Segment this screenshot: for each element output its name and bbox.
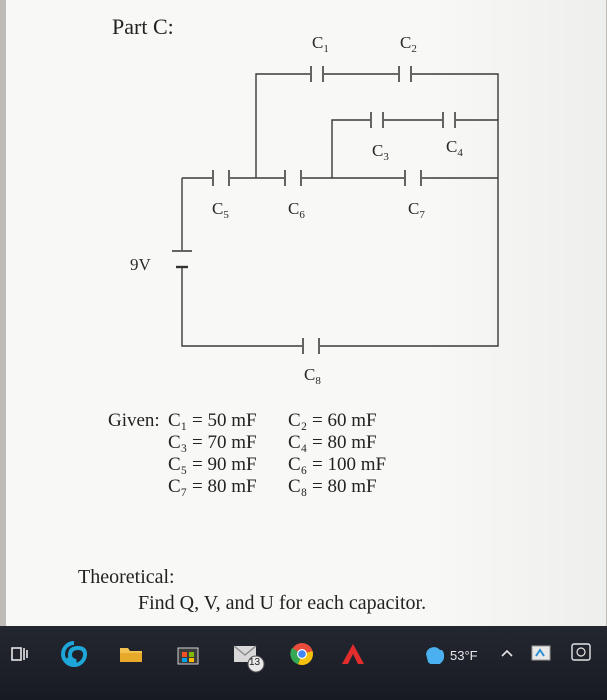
label-c1: C1 (312, 33, 329, 55)
weather-icon[interactable] (422, 644, 444, 664)
capacitor-c5 (212, 170, 230, 186)
given-c2: C₂ = 60 mF (288, 410, 377, 431)
capacitor-c2 (398, 66, 412, 82)
circuit-diagram: C1 C2 C3 C4 C5 C6 C7 C8 9V (130, 33, 499, 387)
network-icon[interactable] (530, 642, 554, 664)
given-c7: C₇ = 80 mF (168, 476, 257, 497)
screen-shade (6, 0, 606, 626)
part-title: Part C: (112, 14, 174, 39)
edge-browser-icon[interactable] (60, 640, 88, 668)
chrome-icon[interactable] (290, 642, 314, 666)
wire-c3c4-left (331, 119, 370, 178)
task-statement: Find Q, V, and U for each capacitor. (138, 592, 427, 614)
label-c4: C4 (446, 137, 463, 159)
store-icon[interactable] (176, 642, 200, 666)
theoretical-label: Theoretical: (78, 566, 175, 588)
mail-badge-count: 13 (249, 657, 261, 668)
given-label: Given: (108, 410, 160, 431)
acrobat-icon[interactable] (340, 642, 366, 666)
wire-c1c2-left (255, 73, 310, 178)
given-c8: C₈ = 80 mF (288, 476, 377, 497)
weather-temperature[interactable]: 53°F (450, 648, 478, 663)
capacitor-c8 (302, 338, 320, 354)
taskbar: 13 53°F (0, 626, 607, 700)
label-c7: C7 (408, 199, 425, 221)
wire-bottom-right (320, 178, 499, 347)
given-c3: C₃ = 70 mF (168, 432, 257, 453)
label-c2: C2 (400, 33, 417, 55)
task-view-icon[interactable] (10, 644, 30, 664)
file-explorer-icon[interactable] (118, 642, 144, 666)
given-c4: C₄ = 80 mF (288, 432, 377, 453)
battery-source (172, 250, 192, 269)
capacitor-c1 (310, 66, 324, 82)
document-page: Part C: (6, 0, 606, 626)
label-c5: C5 (212, 199, 229, 221)
label-c8: C8 (304, 365, 321, 387)
given-c5: C₅ = 90 mF (168, 454, 257, 475)
capacitor-c3 (370, 112, 384, 128)
capacitor-c4 (442, 112, 456, 128)
capacitor-c6 (284, 170, 302, 186)
given-c6: C₆ = 100 mF (288, 454, 387, 475)
label-c3: C3 (372, 141, 389, 163)
capacitor-c7 (404, 170, 422, 186)
given-c1: C₁ = 50 mF (168, 410, 257, 431)
label-c6: C6 (288, 199, 305, 221)
chevron-up-icon[interactable] (500, 648, 514, 658)
wire-c3c4-right (456, 119, 499, 178)
label-source-voltage: 9V (130, 255, 152, 274)
wire-left-lower (181, 268, 302, 347)
wire-c1c2-right (412, 73, 499, 120)
mail-icon[interactable] (232, 640, 266, 674)
notification-icon[interactable] (570, 642, 594, 664)
